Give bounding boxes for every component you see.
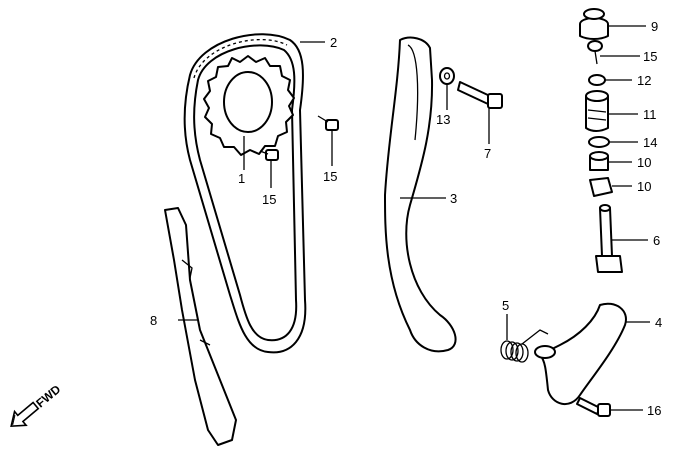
callout-12: 12 [637,73,651,88]
callout-13: 13 [436,112,450,127]
bolt-15-left[interactable] [259,149,279,161]
callout-labels: 2 1 15 15 3 13 7 8 9 15 12 11 14 10 10 6… [150,19,662,418]
callout-14: 14 [643,135,657,150]
callout-7: 7 [484,146,491,161]
tensioner-cap[interactable] [579,8,609,40]
washer-13[interactable] [439,67,455,85]
bolt-16[interactable] [576,397,611,417]
callout-2: 2 [330,35,337,50]
leader-lines [178,25,650,411]
tensioner-body[interactable] [585,90,609,132]
callout-8: 8 [150,313,157,328]
rubber-bushing-upper[interactable] [589,151,609,171]
callout-6: 6 [653,233,660,248]
forward-direction-arrow: FWD [10,382,64,427]
bolt-15-mid[interactable] [317,115,339,131]
callout-10-upper: 10 [637,155,651,170]
callout-3: 3 [450,191,457,206]
tensioner-pushrod[interactable] [595,204,623,273]
tensioner-arm[interactable] [534,302,627,405]
callout-15-mid: 15 [323,169,337,184]
callout-15-left: 15 [262,192,276,207]
chain-guide-front[interactable] [164,207,237,446]
cam-sprocket[interactable] [203,55,295,156]
bolt-15-right[interactable] [587,40,603,65]
rubber-bushing-lower[interactable] [589,177,613,197]
callout-11: 11 [643,107,657,122]
callout-15-right: 15 [643,49,657,64]
chain-guide-rear[interactable] [384,36,457,353]
washer-12[interactable] [588,74,606,86]
callout-10-lower: 10 [637,179,651,194]
bolt-7[interactable] [457,81,503,109]
tensioner-spring[interactable] [500,329,549,363]
callout-1: 1 [238,171,245,186]
o-ring[interactable] [588,136,610,148]
callout-5: 5 [502,298,509,313]
callout-16: 16 [647,403,661,418]
callout-9: 9 [651,19,658,34]
fwd-label: FWD [33,382,63,411]
callout-4: 4 [655,315,662,330]
